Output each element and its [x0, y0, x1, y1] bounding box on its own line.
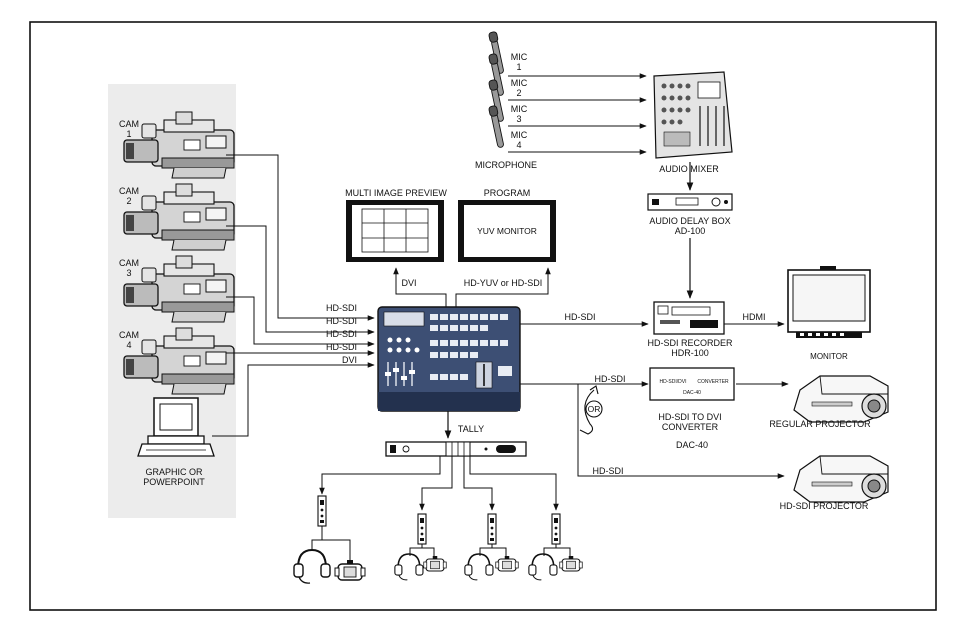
audio-mixer-icon — [653, 71, 733, 159]
multi-image-monitor — [346, 200, 444, 262]
projector-icon — [793, 455, 889, 503]
monitor-label: MONITOR — [810, 352, 848, 361]
input-4-label: HD-SDI — [326, 342, 357, 352]
monitor-icon — [787, 266, 871, 338]
recorder-signal-label: HD-SDI — [564, 312, 596, 322]
projector-signal-label: HD-SDI — [592, 466, 624, 476]
program-label: PROGRAM — [483, 188, 531, 198]
program-screen-text: YUV MONITOR — [477, 226, 537, 236]
converter-panel-model: DAC-40 — [683, 390, 701, 396]
tally-lines — [319, 456, 559, 511]
tally-box-icon — [317, 495, 327, 527]
program-monitor — [458, 200, 556, 262]
beltpack-icon — [334, 559, 366, 581]
input-2-label: HD-SDI — [326, 316, 357, 326]
hdsdi-projector-label: HD-SDI PROJECTOR — [779, 501, 869, 511]
converter-model-label: DAC-40 — [675, 440, 708, 450]
dvi-converter — [649, 367, 735, 401]
headset-icon — [394, 553, 424, 581]
tally-box-icon — [551, 513, 561, 545]
tally-box-icon — [487, 513, 497, 545]
or-label: OR — [587, 404, 601, 414]
source-lines — [212, 154, 375, 437]
tally-box-icon — [385, 441, 527, 457]
or-bypass — [579, 385, 603, 435]
dvi-top-label: DVI — [401, 278, 417, 288]
audio-delay-box — [647, 193, 733, 211]
headset-icon — [528, 553, 558, 581]
hdsdi-recorder — [653, 301, 725, 335]
input-3-label: HD-SDI — [326, 329, 357, 339]
projector-icon — [793, 375, 889, 423]
converter-panel-left: HD-SDI/DVI — [659, 379, 687, 385]
converter-signal-label: HD-SDI — [594, 374, 626, 384]
switcher-monitor-lines — [393, 267, 551, 307]
mic-lines — [508, 73, 647, 155]
beltpack-icon — [559, 555, 583, 572]
microphone-caption: MICROPHONE — [474, 160, 537, 170]
outer-frame — [29, 21, 937, 611]
beltpack-icon — [423, 555, 447, 572]
beltpack-icon — [495, 555, 519, 572]
input-1-label: HD-SDI — [326, 303, 357, 313]
input-dvi-label: DVI — [342, 355, 358, 365]
regular-projector-label: REGULAR PROJECTOR — [769, 419, 871, 429]
yuv-label: HD-YUV or HD-SDI — [463, 278, 543, 288]
headset-icon — [464, 553, 494, 581]
video-switcher — [377, 306, 521, 412]
audio-mixer-label: AUDIO MIXER — [659, 164, 719, 174]
converter-panel-right: CONVERTER — [697, 379, 729, 385]
output-lines — [520, 321, 789, 479]
multi-preview-label: MULTI IMAGE PREVIEW — [345, 188, 447, 198]
hdmi-label: HDMI — [742, 312, 766, 322]
computer-icon — [137, 397, 215, 457]
tally-label: TALLY — [457, 424, 485, 434]
intercom-lines — [311, 526, 571, 560]
headset-icon — [293, 549, 331, 585]
tally-box-icon — [417, 513, 427, 545]
